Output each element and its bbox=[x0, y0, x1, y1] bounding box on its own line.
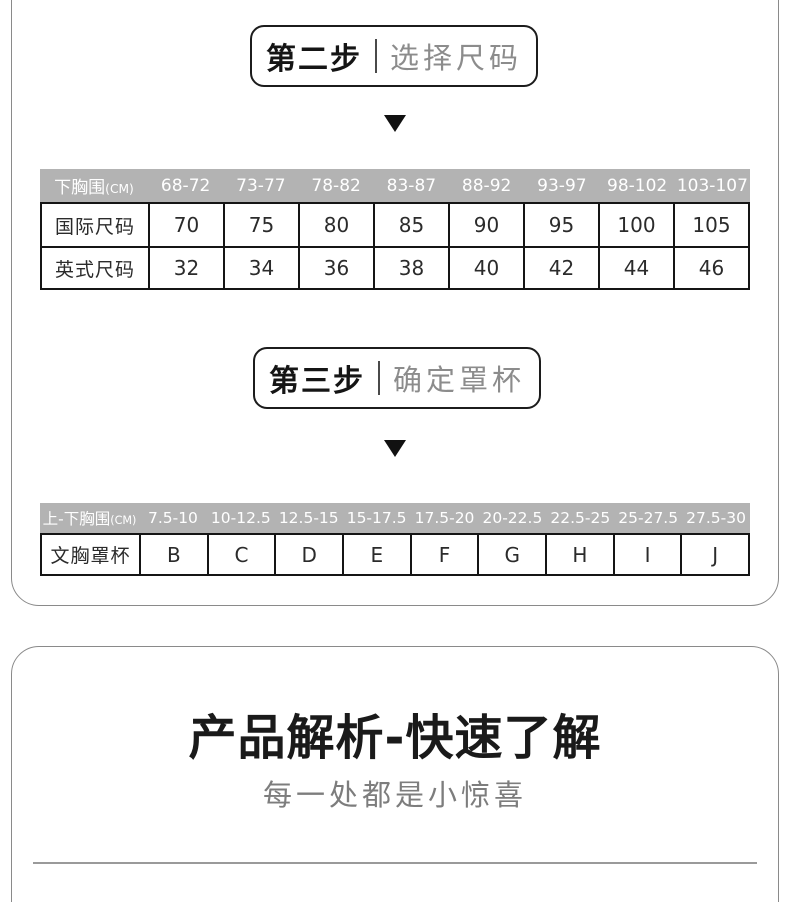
cup-table-body: 文胸罩杯 B C D E F G H I J bbox=[40, 533, 750, 576]
vertical-divider bbox=[377, 361, 380, 395]
table-cell: 95 bbox=[523, 204, 598, 246]
table-cell: 42 bbox=[523, 248, 598, 288]
cup-header-col: 10-12.5 bbox=[210, 509, 271, 527]
band-header-col: 93-97 bbox=[537, 175, 587, 196]
table-cell: G bbox=[477, 535, 545, 574]
table-cell: F bbox=[409, 535, 478, 574]
band-header-col: 73-77 bbox=[236, 175, 286, 196]
down-arrow-icon bbox=[384, 115, 406, 132]
vertical-divider bbox=[374, 39, 377, 73]
cup-header-col: 7.5-10 bbox=[147, 509, 198, 527]
table-cell: 46 bbox=[673, 248, 748, 288]
table-cell: 75 bbox=[223, 204, 298, 246]
table-cell: 40 bbox=[448, 248, 523, 288]
table-cell: 90 bbox=[448, 204, 523, 246]
cup-header-col: 25-27.5 bbox=[618, 509, 679, 527]
cup-header-col: 12.5-15 bbox=[278, 509, 339, 527]
table-cell: 100 bbox=[598, 204, 673, 246]
step2-title: 选择尺码 bbox=[389, 41, 522, 75]
cup-header-col: 20-22.5 bbox=[482, 509, 543, 527]
table-cell: 85 bbox=[373, 204, 448, 246]
table-cell: 80 bbox=[298, 204, 373, 246]
table-row: 文胸罩杯 B C D E F G H I J bbox=[42, 535, 748, 574]
band-header-col: 88-92 bbox=[461, 175, 512, 196]
row-label: 英式尺码 bbox=[54, 258, 135, 281]
step3-title: 确定罩杯 bbox=[392, 363, 525, 397]
band-header-col: 98-102 bbox=[607, 175, 668, 196]
row-label: 文胸罩杯 bbox=[50, 545, 131, 567]
band-header-col: 78-82 bbox=[311, 175, 361, 196]
band-header-col: 103-107 bbox=[676, 175, 748, 196]
table-cell: D bbox=[274, 535, 342, 574]
table-cell: B bbox=[139, 535, 207, 574]
cup-header-label: 上-下胸围(CM) bbox=[42, 510, 137, 528]
step3-heading: 第三步 确定罩杯 bbox=[253, 347, 541, 409]
section-title: 产品解析-快速了解 bbox=[188, 710, 602, 766]
step3-label: 第三步 bbox=[268, 364, 365, 399]
table-cell: 38 bbox=[373, 248, 448, 288]
row-label: 国际尺码 bbox=[54, 215, 135, 238]
band-table-body: 国际尺码 70 75 80 85 90 95 100 105 英式尺码 32 3… bbox=[40, 202, 750, 290]
table-cell: 44 bbox=[598, 248, 673, 288]
table-cell: 36 bbox=[298, 248, 373, 288]
table-cell: 70 bbox=[148, 204, 223, 246]
band-header-col: 68-72 bbox=[160, 175, 211, 196]
table-cell: E bbox=[342, 535, 410, 574]
table-cell: 32 bbox=[148, 248, 223, 288]
cup-header-col: 15-17.5 bbox=[346, 509, 407, 527]
table-cell: 34 bbox=[223, 248, 298, 288]
band-header-label: 下胸围(CM) bbox=[54, 178, 134, 198]
table-cell: H bbox=[545, 535, 613, 574]
cup-header-col: 27.5-30 bbox=[686, 509, 746, 527]
section-subtitle: 每一处都是小惊喜 bbox=[262, 778, 527, 812]
table-cell: 105 bbox=[673, 204, 748, 246]
table-row: 英式尺码 32 34 36 38 40 42 44 46 bbox=[42, 246, 748, 288]
down-arrow-icon bbox=[384, 440, 406, 457]
table-row: 国际尺码 70 75 80 85 90 95 100 105 bbox=[42, 204, 748, 246]
cup-table-header: 上-下胸围(CM) 7.5-10 10-12.5 12.5-15 15-17.5… bbox=[40, 503, 750, 533]
cup-header-col: 17.5-20 bbox=[414, 509, 475, 527]
product-analysis-panel bbox=[11, 646, 779, 902]
table-cell: I bbox=[612, 535, 681, 574]
band-header-col: 83-87 bbox=[386, 175, 437, 196]
step2-label: 第二步 bbox=[265, 42, 362, 77]
band-table-header: 下胸围(CM) 68-72 73-77 78-82 83-87 88-92 93… bbox=[40, 169, 750, 202]
horizontal-divider bbox=[33, 862, 757, 864]
table-cell: J bbox=[680, 535, 748, 574]
table-cell: C bbox=[206, 535, 275, 574]
cup-header-col: 22.5-25 bbox=[550, 509, 611, 527]
step2-heading: 第二步 选择尺码 bbox=[250, 25, 538, 87]
